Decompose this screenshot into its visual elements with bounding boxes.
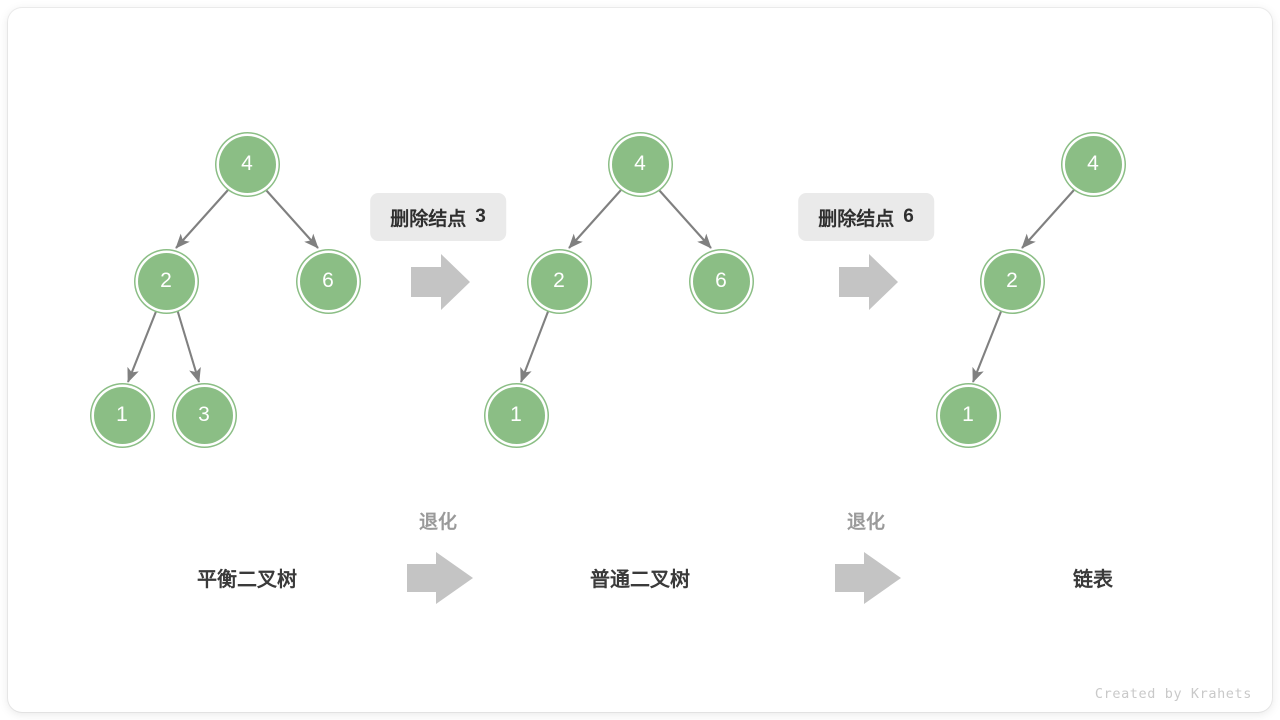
node-value: 6 xyxy=(322,268,334,292)
node-value: 1 xyxy=(962,402,974,426)
block-arrow-degrade-2 xyxy=(835,552,901,604)
node-value: 2 xyxy=(553,268,565,292)
caption-text: 普通二叉树 xyxy=(590,569,690,591)
operation-chip-label: 删除结点 xyxy=(818,208,895,230)
node-value: 6 xyxy=(715,268,727,292)
node-value: 4 xyxy=(634,151,646,175)
operation-chip-label: 删除结点 xyxy=(390,208,467,230)
edges-balanced-tree xyxy=(127,189,319,383)
tree-node: 4 xyxy=(1064,135,1122,193)
caption-ordinary-tree: 普通二叉树 xyxy=(590,563,690,592)
tree-node: 2 xyxy=(137,252,195,310)
tree-node: 6 xyxy=(299,252,357,310)
block-arrow-delete-6 xyxy=(839,254,898,310)
operation-chip-value: 6 xyxy=(903,206,914,227)
edges-linked-list xyxy=(972,189,1075,383)
caption-linked-list: 链表 xyxy=(1073,563,1113,592)
block-arrow-degrade-1 xyxy=(407,552,473,604)
node-value: 1 xyxy=(116,402,128,426)
tree-node: 3 xyxy=(175,386,233,444)
operation-chip-delete-6: 删除结点 6 xyxy=(798,193,934,241)
tree-node: 4 xyxy=(218,135,276,193)
tree-node: 2 xyxy=(983,252,1041,310)
degrade-label-1: 退化 xyxy=(419,507,457,534)
node-value: 3 xyxy=(198,402,210,426)
operation-chip-delete-3: 删除结点 3 xyxy=(370,193,506,241)
watermark: Created by Krahets xyxy=(1094,686,1252,702)
tree-node: 1 xyxy=(93,386,151,444)
tree-node: 2 xyxy=(530,252,588,310)
tree-node: 4 xyxy=(611,135,669,193)
caption-text: 平衡二叉树 xyxy=(197,569,297,591)
operation-chip-value: 3 xyxy=(475,206,486,227)
degrade-label-2: 退化 xyxy=(847,507,885,534)
node-value: 2 xyxy=(1006,268,1018,292)
node-value: 4 xyxy=(1087,151,1099,175)
degrade-label-text: 退化 xyxy=(846,512,886,533)
edges-ordinary-tree xyxy=(520,189,712,383)
caption-balanced-tree: 平衡二叉树 xyxy=(197,563,297,592)
node-value: 4 xyxy=(241,151,253,175)
degrade-label-text: 退化 xyxy=(418,512,458,533)
tree-node: 1 xyxy=(939,386,997,444)
caption-text: 链表 xyxy=(1073,569,1113,591)
node-value: 1 xyxy=(510,402,522,426)
tree-node: 1 xyxy=(487,386,545,444)
block-arrow-delete-3 xyxy=(411,254,470,310)
tree-node: 6 xyxy=(692,252,750,310)
figure-card xyxy=(8,8,1272,712)
node-value: 2 xyxy=(160,268,172,292)
